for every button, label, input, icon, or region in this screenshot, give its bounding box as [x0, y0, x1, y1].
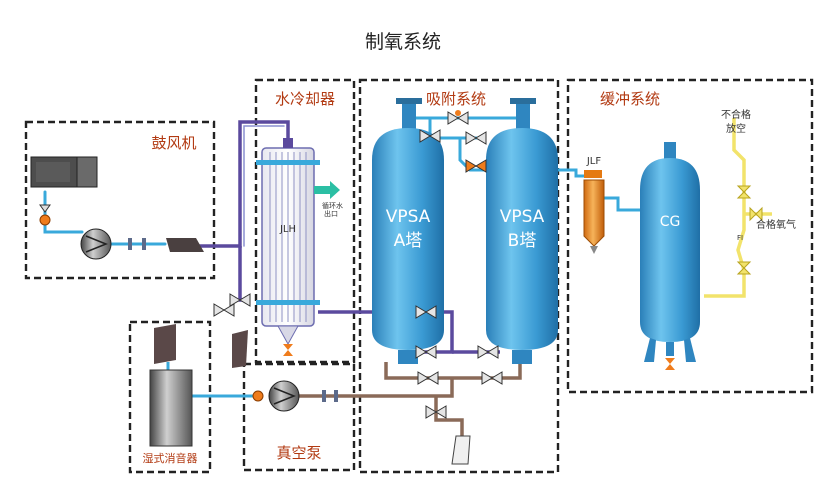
vacuum-pipes [298, 362, 522, 438]
tower-b-name: VPSA [500, 207, 545, 227]
flow-indicator-tag: FI [737, 234, 743, 242]
blower-check-valve-icon [128, 238, 204, 252]
cooler-drain-valve-icon [283, 344, 293, 356]
silencer-outlet-icon [232, 330, 248, 368]
cooler-label: 水冷却器 [275, 90, 335, 108]
cg-drain-valve-icon [665, 358, 675, 370]
tower-a-name: VPSA [386, 207, 431, 227]
blower-motor [30, 156, 98, 188]
blower-pump-icon [80, 228, 112, 260]
buffer-label: 缓冲系统 [600, 90, 660, 108]
cooling-water-label-2: 出口 [324, 209, 338, 218]
tower-top-valves-icon [419, 110, 487, 173]
oxygen-valves-icon [736, 185, 763, 275]
cooling-water-arrow-icon [314, 181, 340, 199]
buffer-tank-cg [640, 142, 700, 362]
tower-b-subname: B塔 [508, 231, 537, 251]
filter-jlf [583, 170, 605, 254]
tower-a-vessel [372, 98, 444, 364]
cg-label: CG [660, 214, 681, 230]
qualified-oxygen-label: 合格氧气 [756, 218, 796, 231]
vacuum-pump-frame [242, 362, 356, 472]
oxygen-pipes [704, 118, 772, 298]
cooler-frame [254, 78, 356, 364]
vacuum-exhaust-icon [451, 435, 471, 465]
blower-frame [24, 120, 216, 280]
tower-a-subname: A塔 [394, 231, 423, 251]
tower-b-vessel [486, 98, 558, 364]
tower-bottom-valves-icon [415, 305, 503, 419]
bypass-valve-icon [213, 293, 251, 317]
adsorption-label: 吸附系统 [426, 90, 486, 108]
diagram-title: 制氧系统 [365, 31, 441, 53]
unqualified-label-2: 放空 [726, 122, 746, 135]
vacuum-pump-label: 真空泵 [276, 444, 321, 462]
jlf-label: JLF [586, 156, 602, 167]
blower-label: 鼓风机 [151, 134, 196, 152]
jlh-label: JLH [279, 224, 296, 235]
heat-exchanger-jlh [256, 138, 320, 346]
silencer-label: 湿式消音器 [143, 451, 198, 465]
wet-silencer-tank [149, 324, 193, 447]
adsorption-frame [358, 78, 560, 474]
buffer-frame [566, 78, 814, 394]
cooling-water-label-1: 循环水 [322, 201, 343, 210]
unqualified-label-1: 不合格 [721, 108, 751, 121]
blower-valve-icon [39, 204, 51, 226]
vacuum-pump-icon [252, 380, 338, 412]
